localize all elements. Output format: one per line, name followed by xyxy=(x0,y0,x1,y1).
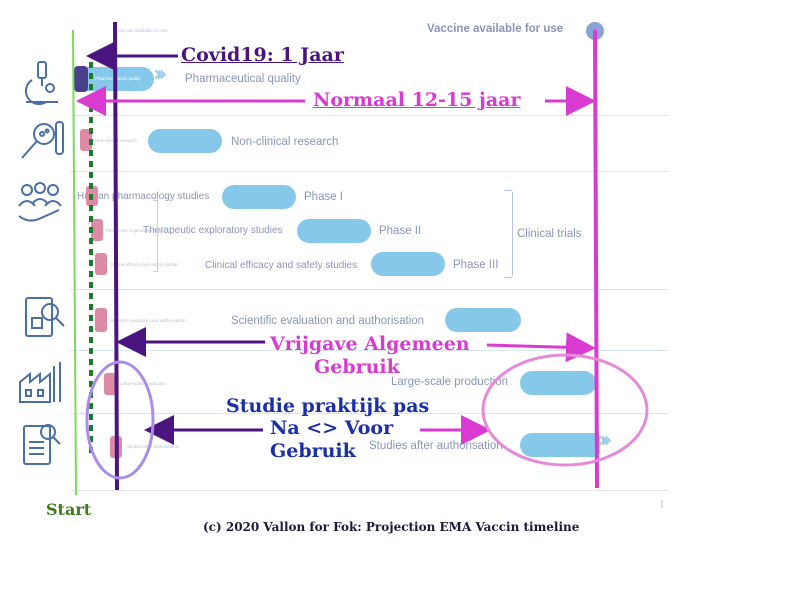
large-scale-label: Large-scale production xyxy=(391,376,508,388)
vaccine-available-label: Vaccine available for use xyxy=(427,23,564,35)
vrijgave-annotation-line1: Vrijgave Algemeen xyxy=(270,333,470,355)
normaal-annotation: Normaal 12-15 jaar xyxy=(313,89,521,111)
phase2-label: Phase II xyxy=(379,225,422,237)
start-label: Start xyxy=(46,500,92,519)
people-hand-icon xyxy=(15,178,65,228)
scientific-evaluation-bar xyxy=(445,308,521,332)
large-scale-tiny: Large-scale production xyxy=(120,381,166,386)
pink-ellipse xyxy=(481,353,649,467)
grid-line xyxy=(70,413,668,414)
phase2-bar xyxy=(297,219,371,243)
therapeutic-marker xyxy=(91,219,103,241)
covid-annotation: Covid19: 1 Jaar xyxy=(181,44,344,66)
small-bracket xyxy=(153,200,158,272)
studie-annotation-line3: Gebruik xyxy=(270,440,356,462)
studies-after-tiny: Studies after authorisation xyxy=(127,444,180,449)
scientific-evaluation-tiny: Scientific evaluation and authorisation xyxy=(110,318,186,323)
human-pharmacology-label: Human pharmacology studies xyxy=(77,191,210,202)
footer-credit: (c) 2020 Vallon for Fok: Projection EMA … xyxy=(203,520,580,534)
phase3-bar xyxy=(371,252,445,276)
large-scale-marker xyxy=(104,373,116,395)
pharmaceutical-label: Pharmaceutical quality xyxy=(185,73,301,85)
factory-icon xyxy=(16,356,66,406)
clinical-trials-bracket xyxy=(504,190,513,278)
nonclinical-marker xyxy=(80,129,92,151)
clinical-efficacy-marker xyxy=(95,253,107,275)
nonclinical-bar xyxy=(148,129,222,153)
purple-line xyxy=(113,21,119,491)
purple-ellipse xyxy=(85,360,155,480)
start-line xyxy=(72,29,77,496)
phase1-label: Phase I xyxy=(304,191,343,203)
tiny-top-label: Vaccine available for use xyxy=(118,28,168,33)
grid-line xyxy=(70,350,668,351)
clinical-trials-label: Clinical trials xyxy=(517,228,582,240)
scientific-evaluation-label: Scientific evaluation and authorisation xyxy=(231,315,425,327)
studie-annotation-line1: Studie praktijk pas xyxy=(226,395,430,417)
clinical-efficacy-tiny: Clinical efficacy and safety studies xyxy=(110,262,179,267)
magenta-line xyxy=(593,29,599,489)
document-magnifier-icon xyxy=(20,294,70,344)
studie-annotation-line2: Na <> Voor xyxy=(270,417,394,439)
grid-line xyxy=(70,171,668,172)
grid-line xyxy=(70,115,668,116)
microscope-icon xyxy=(18,58,68,108)
therapeutic-label: Therapeutic exploratory studies xyxy=(143,225,283,236)
magnifier-testtube-icon xyxy=(16,116,66,166)
large-scale-bar xyxy=(520,371,596,395)
vrijgave-arrow-right xyxy=(486,332,596,363)
grid-line xyxy=(70,289,668,290)
studies-after-bar xyxy=(520,433,600,457)
grid-line xyxy=(70,490,668,491)
pharmaceutical-tiny: Pharmaceutical quality xyxy=(95,76,141,81)
report-magnifier-icon xyxy=(16,418,66,468)
nonclinical-label: Non-clinical research xyxy=(231,136,339,148)
therapeutic-tiny: Therapeutic exploratory studies xyxy=(105,228,168,233)
phase3-label: Phase III xyxy=(453,259,499,271)
scientific-evaluation-marker xyxy=(95,308,107,332)
clinical-efficacy-label: Clinical efficacy and safety studies xyxy=(205,260,358,271)
vrijgave-annotation-line2: Gebruik xyxy=(314,356,400,378)
phase1-bar xyxy=(222,185,296,209)
pharmaceutical-marker xyxy=(74,66,88,92)
